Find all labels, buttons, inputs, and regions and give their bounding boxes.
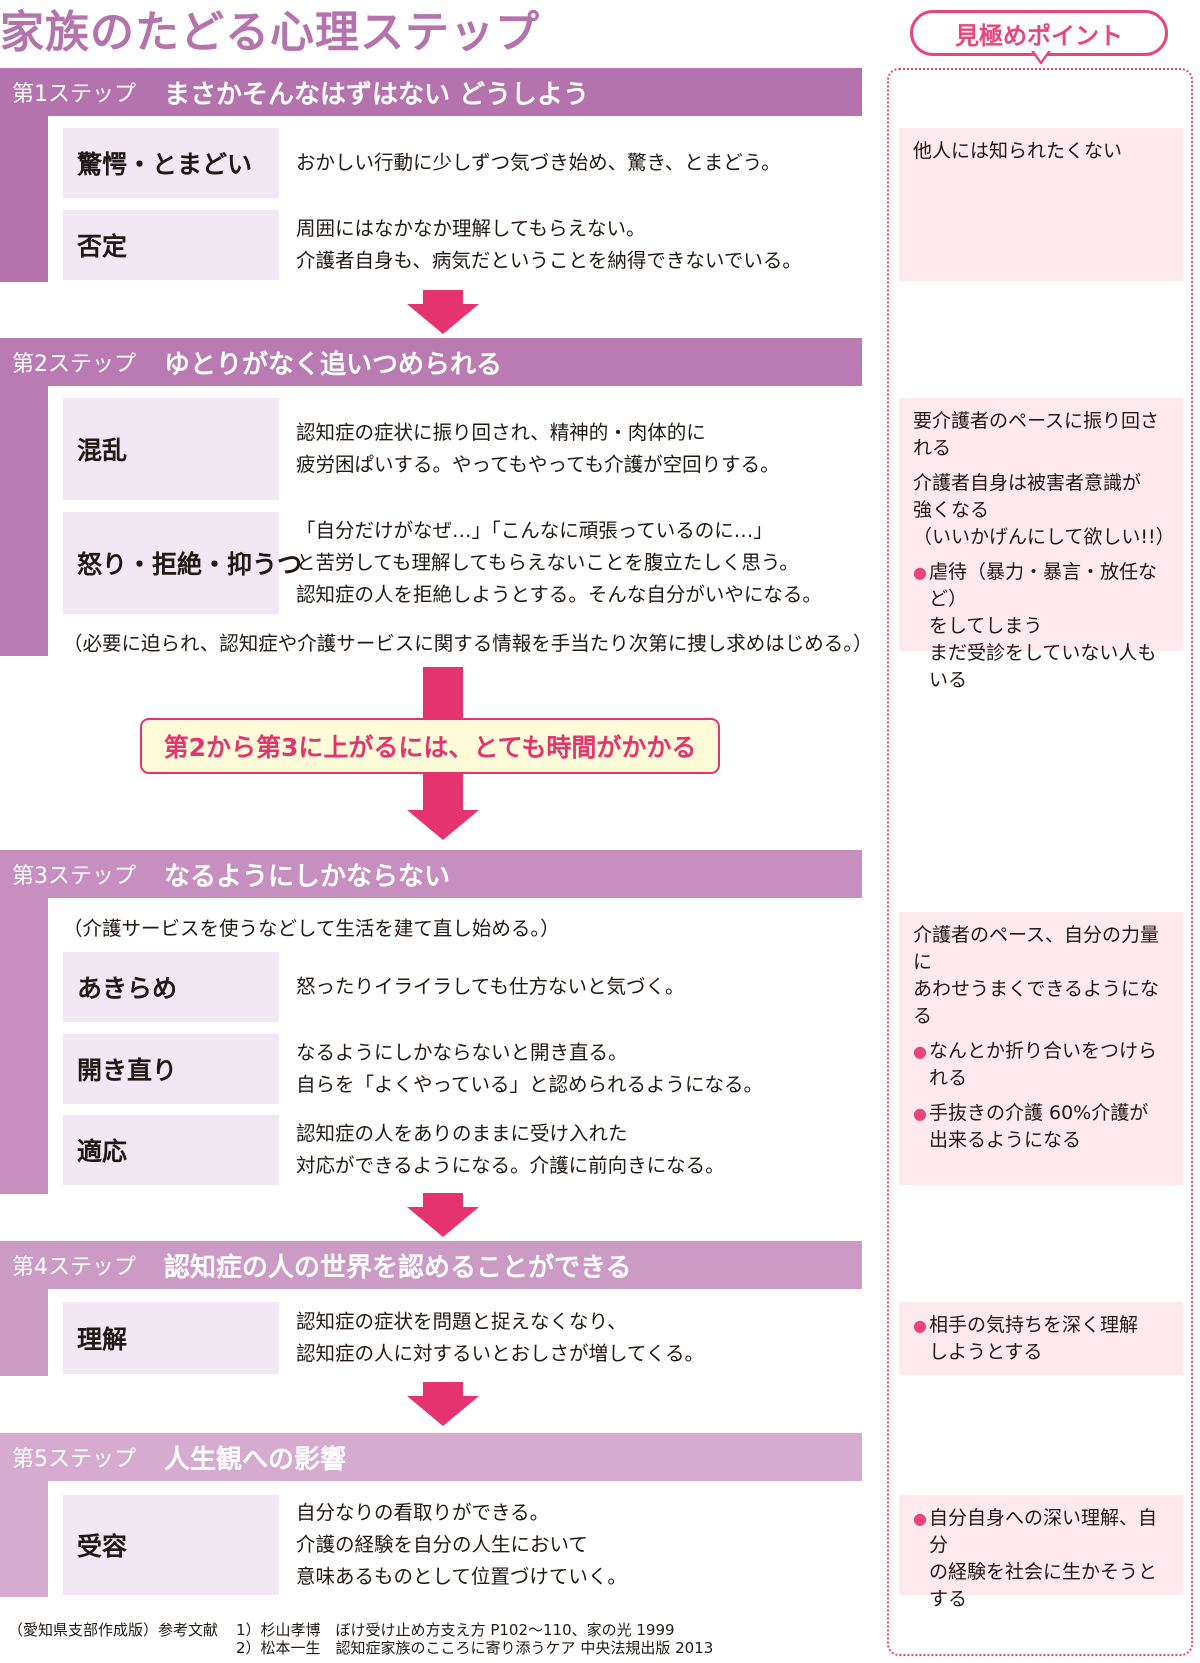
bullet-dot-icon: ● — [913, 1104, 927, 1123]
step-2-note: （必要に迫られ、認知症や介護サービスに関する情報を手当たり次第に捜し求めはじめる… — [63, 632, 873, 655]
point-step-5-bullet: ● 自分自身への深い理解、自分 の経験を社会に生かそうと する — [913, 1505, 1171, 1613]
step-3-number: 第3ステップ — [12, 864, 136, 889]
step-4-label-understanding: 理解 — [63, 1302, 279, 1374]
step-3-desc-adaptation: 認知症の人をありのままに受け入れた 対応ができるようになる。介護に前向きになる。 — [296, 1122, 725, 1177]
step-3-label-adaptation: 適応 — [63, 1115, 279, 1185]
point-step-3: 介護者のペース、自分の力量に あわせうまくできるようになる ● なんとか折り合い… — [899, 912, 1183, 1185]
point-step-3-bullet-2: ● 手抜きの介護 60%介護が 出来るようになる — [913, 1100, 1171, 1154]
point-step-4-bullet-text: 相手の気持ちを深く理解 しようとする — [928, 1314, 1138, 1363]
step-3-desc-acceptance: なるようにしかならないと開き直る。 自らを「よくやっている」と認められるようにな… — [296, 1041, 764, 1096]
step-3-label-resignation: あきらめ — [63, 952, 279, 1022]
step-1-label-shock: 驚愕・とまどい — [63, 128, 279, 198]
point-step-2-line-1: 要介護者のペースに振り回される — [913, 410, 1160, 459]
point-step-3-bullet-1-text: なんとか折り合いをつけら れる — [928, 1040, 1157, 1089]
bullet-dot-icon: ● — [913, 563, 927, 582]
arrow-2-shaft-top — [423, 667, 463, 718]
step-1-label-denial: 否定 — [63, 210, 279, 280]
point-header: 見極めポイント — [910, 10, 1168, 56]
step-5-desc-acceptance: 自分なりの看取りができる。 介護の経験を自分の人生において 意味あるものとして位… — [296, 1501, 627, 1588]
arrow-2-head — [407, 810, 479, 840]
arrow-3-shaft — [423, 1193, 463, 1207]
step-1-number: 第1ステップ — [12, 82, 136, 107]
arrow-4-shaft — [423, 1382, 463, 1396]
step-3-side — [0, 898, 48, 1194]
step-3-desc-resignation: 怒ったりイライラしても仕方ないと気づく。 — [296, 975, 685, 998]
point-step-1-line: 他人には知られたくない — [913, 140, 1123, 162]
step-2-desc-anger: 「自分だけがなぜ…」「こんなに頑張っているのに…」 と苦労しても理解してもらえな… — [296, 519, 822, 606]
step-1-desc-denial: 周囲にはなかなか理解してもらえない。 介護者自身も、病気だということを納得できな… — [296, 217, 802, 272]
point-step-5-bullet-text: 自分自身への深い理解、自分 の経験を社会に生かそうと する — [928, 1507, 1157, 1610]
reference-item-2: 2）松本一生 認知症家族のこころに寄り添うケア 中央法規出版 2013 — [236, 1639, 714, 1657]
step-3-label-acceptance: 開き直り — [63, 1034, 279, 1104]
point-step-2-bullet: ● 虐待（暴力・暴言・放任など） をしてしまう まだ受診をしていない人も いる — [913, 559, 1171, 694]
arrow-4-head — [407, 1396, 479, 1426]
step-5-label-acceptance: 受容 — [63, 1495, 279, 1595]
step-2-label-anger: 怒り・拒絶・抑うつ — [63, 512, 302, 614]
bullet-dot-icon: ● — [913, 1316, 927, 1335]
step-1-desc-shock: おかしい行動に少しずつ気づき始め、驚き、とまどう。 — [296, 151, 781, 174]
point-step-3-bullet-2-text: 手抜きの介護 60%介護が 出来るようになる — [928, 1102, 1149, 1151]
step-1-bar: 第1ステップ まさかそんなはずはない どうしよう — [0, 68, 862, 116]
arrow-1-head — [407, 304, 479, 334]
arrow-2-shaft-bottom — [423, 774, 463, 810]
point-step-4-bullet: ● 相手の気持ちを深く理解 しようとする — [913, 1312, 1171, 1366]
step-5-number: 第5ステップ — [12, 1447, 136, 1472]
step-5-title: 人生観への影響 — [164, 1444, 347, 1475]
step-2-number: 第2ステップ — [12, 352, 136, 377]
step-4-side — [0, 1289, 48, 1376]
point-step-2-line-2: 介護者自身は被害者意識が 強くなる （いいかげんにして欲しい!!） — [913, 472, 1175, 548]
step-2-desc-confusion: 認知症の症状に振り回され、精神的・肉体的に 疲労困ぱいする。やってもやっても介護… — [296, 421, 780, 476]
transition-note: 第2から第3に上がるには、とても時間がかかる — [140, 718, 720, 774]
step-2-side — [0, 386, 48, 656]
step-1-side — [0, 116, 48, 282]
step-1-title: まさかそんなはずはない どうしよう — [164, 79, 590, 110]
step-3-title: なるようにしかならない — [164, 861, 451, 892]
step-4-bar: 第4ステップ 認知症の人の世界を認めることができる — [0, 1241, 862, 1289]
step-4-title: 認知症の人の世界を認めることができる — [164, 1252, 632, 1283]
references-intro: （愛知県支部作成版）参考文献 — [8, 1621, 219, 1639]
point-step-4: ● 相手の気持ちを深く理解 しようとする — [899, 1302, 1183, 1375]
reference-item-1: 1）杉山孝博 ぼけ受け止め方支え方 P102～110、家の光 1999 — [236, 1621, 675, 1639]
point-column-frame — [887, 68, 1193, 1656]
point-header-pointer-inner — [1034, 51, 1048, 61]
references: （愛知県支部作成版）参考文献 1）杉山孝博 ぼけ受け止め方支え方 P102～11… — [8, 1621, 713, 1657]
point-step-2-bullet-text: 虐待（暴力・暴言・放任など） をしてしまう まだ受診をしていない人も いる — [928, 561, 1157, 691]
point-step-3-line-1: 介護者のペース、自分の力量に あわせうまくできるようになる — [913, 924, 1160, 1027]
point-step-1: 他人には知られたくない — [899, 128, 1183, 281]
step-3-note: （介護サービスを使うなどして生活を建て直し始める。） — [63, 917, 560, 940]
step-5-bar: 第5ステップ 人生観への影響 — [0, 1433, 862, 1481]
step-2-bar: 第2ステップ ゆとりがなく追いつめられる — [0, 338, 862, 386]
page-title: 家族のたどる心理ステップ — [0, 7, 540, 58]
step-2-title: ゆとりがなく追いつめられる — [164, 349, 503, 380]
arrow-1-shaft — [423, 290, 463, 304]
arrow-3-head — [407, 1207, 479, 1237]
step-4-desc-understanding: 認知症の症状を問題と捉えなくなり、 認知症の人に対するいとおしさが増してくる。 — [296, 1310, 704, 1365]
point-step-3-bullet-1: ● なんとか折り合いをつけら れる — [913, 1038, 1171, 1092]
point-step-2: 要介護者のペースに振り回される 介護者自身は被害者意識が 強くなる （いいかげん… — [899, 398, 1183, 691]
step-5-side — [0, 1481, 48, 1597]
step-4-number: 第4ステップ — [12, 1255, 136, 1280]
point-step-5: ● 自分自身への深い理解、自分 の経験を社会に生かそうと する — [899, 1495, 1183, 1610]
step-2-label-confusion: 混乱 — [63, 398, 279, 500]
bullet-dot-icon: ● — [913, 1509, 927, 1528]
bullet-dot-icon: ● — [913, 1042, 927, 1061]
step-3-bar: 第3ステップ なるようにしかならない — [0, 850, 862, 898]
